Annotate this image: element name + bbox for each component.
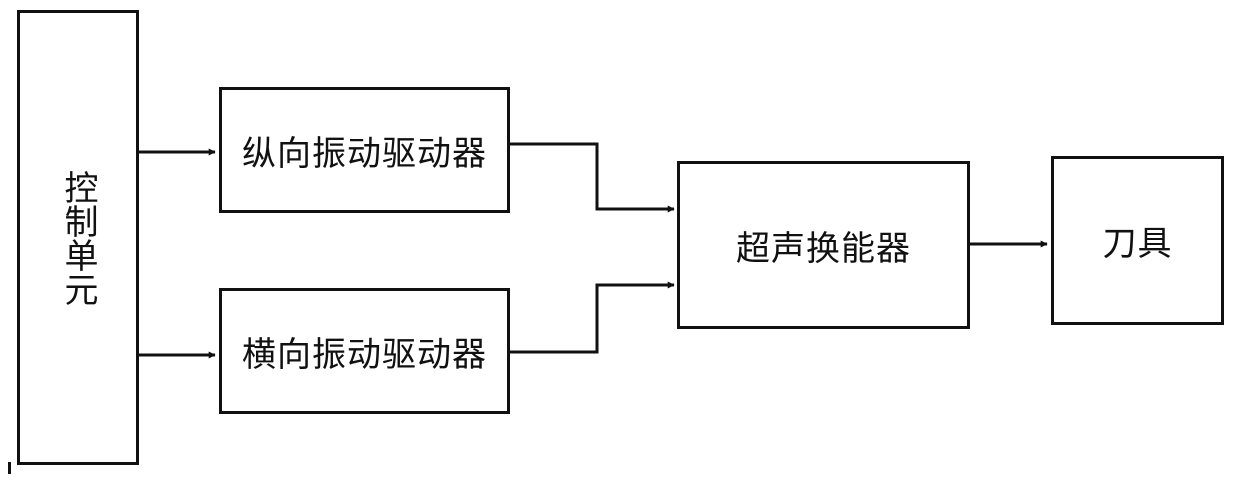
tool-box: 刀具 (1051, 156, 1224, 325)
control-unit-label: 控制单元 (61, 170, 95, 306)
arrow-transverse-to-transducer (510, 285, 674, 352)
transverse-driver-box: 横向振动驱动器 (219, 288, 510, 414)
transducer-box: 超声换能器 (677, 161, 970, 329)
longitudinal-driver-box: 纵向振动驱动器 (219, 87, 510, 213)
stray-mark (8, 462, 11, 474)
transverse-driver-label: 横向振动驱动器 (242, 327, 487, 376)
tool-label: 刀具 (1103, 216, 1173, 265)
control-unit-box: 控制单元 (17, 10, 139, 465)
arrow-longitudinal-to-transducer (510, 144, 674, 209)
transducer-label: 超声换能器 (736, 221, 911, 270)
longitudinal-driver-label: 纵向振动驱动器 (242, 126, 487, 175)
